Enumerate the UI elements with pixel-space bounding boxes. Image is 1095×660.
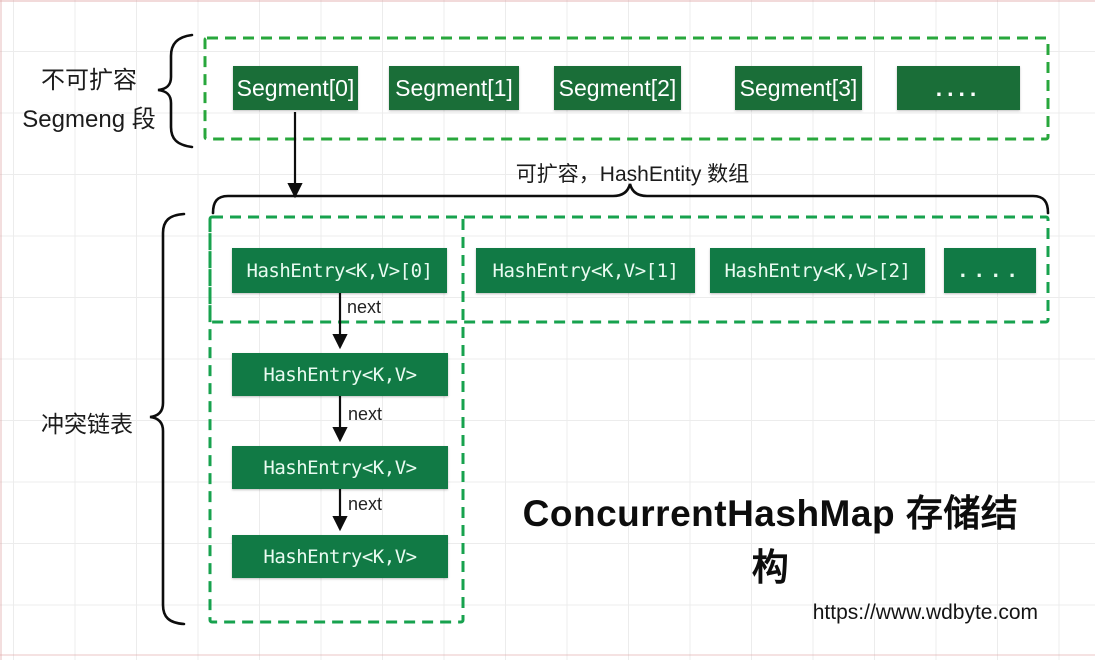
segment-section-brace	[157, 33, 194, 149]
hashentry-array-dashed-box	[208, 215, 1050, 324]
segment-section-label-line2: Segmeng 段	[22, 106, 156, 133]
next-label-2: next	[348, 404, 383, 424]
collision-chain-dashed-box	[208, 215, 465, 624]
segment-box-0: Segment[0]	[233, 66, 358, 110]
hashentry-array-label: 可扩容，HashEntity 数组	[515, 163, 750, 186]
chain-box-2: HashEntry<K,V>	[232, 446, 448, 489]
collision-chain-label: 冲突链表	[41, 411, 133, 437]
next-label-1: next	[347, 297, 382, 317]
next-label-3: next	[348, 494, 383, 514]
diagram-title: ConcurrentHashMap 存储结构	[522, 493, 1019, 588]
segment-box-1: Segment[1]	[389, 66, 519, 110]
chain-box-1: HashEntry<K,V>	[232, 353, 448, 396]
chain-box-3: HashEntry<K,V>	[232, 535, 448, 578]
hashentry-box-0: HashEntry<K,V>[0]	[232, 248, 447, 293]
collision-section-brace	[149, 212, 186, 626]
segment-array-dashed-box	[203, 36, 1050, 141]
hashentry-box-2: HashEntry<K,V>[2]	[710, 248, 925, 293]
segment-box-2: Segment[2]	[554, 66, 681, 110]
hashentry-box-1: HashEntry<K,V>[1]	[476, 248, 695, 293]
hashentry-array-brace	[211, 183, 1050, 215]
segment-section-label-line1: 不可扩容	[41, 67, 137, 94]
hashentry-box-ellipsis: ....	[944, 248, 1036, 293]
segment-box-ellipsis: ....	[897, 66, 1020, 110]
watermark-url: https://www.wdbyte.com	[812, 601, 1038, 624]
segment-box-3: Segment[3]	[735, 66, 862, 110]
